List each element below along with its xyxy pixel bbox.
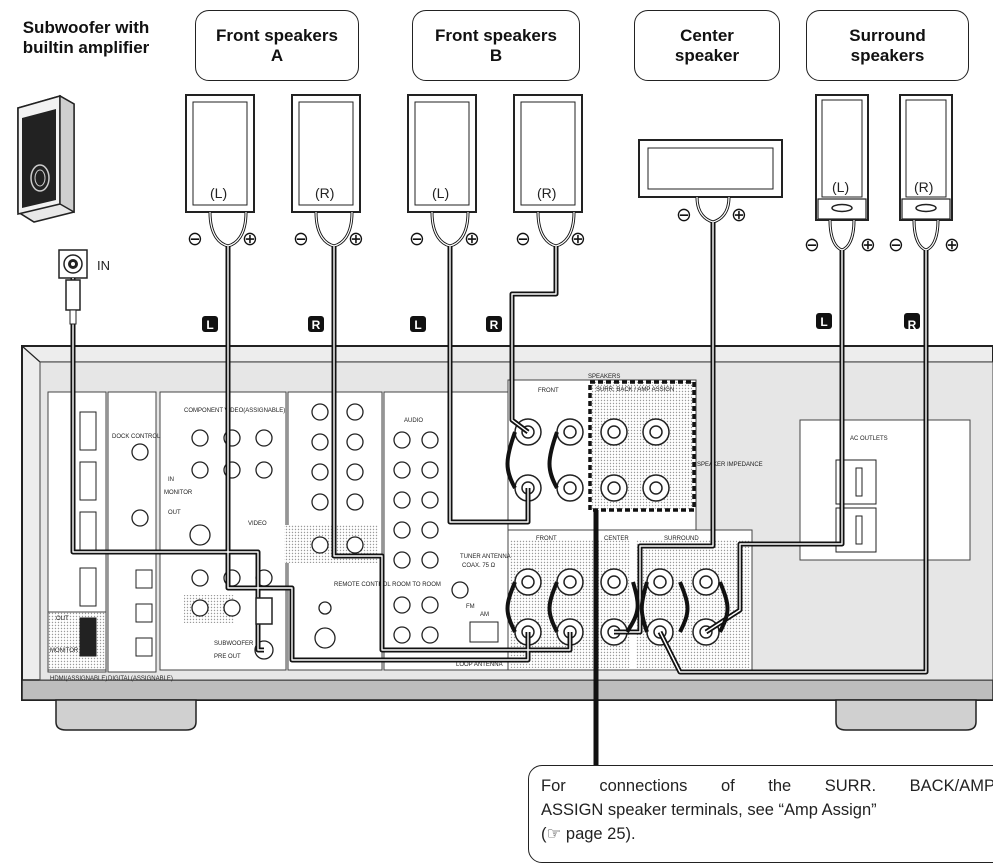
svg-text:⊕: ⊕: [348, 228, 364, 250]
svg-text:⊕: ⊕: [570, 228, 586, 250]
sub-input-jack: [58, 249, 88, 279]
svg-text:⊖: ⊖: [187, 228, 203, 250]
svg-text:⊖: ⊖: [804, 234, 820, 256]
badge-front-b-left: L: [414, 318, 421, 332]
surround-left-speaker: [815, 94, 869, 221]
svg-text:⊖: ⊖: [676, 204, 692, 226]
front-a-right-mark: (R): [315, 185, 334, 201]
svg-text:CENTER: CENTER: [604, 536, 629, 542]
svg-text:⊕: ⊕: [944, 234, 960, 256]
speaker-wires-core: [72, 222, 927, 673]
badge-front-a-right: R: [312, 318, 321, 332]
svg-text:REMOTE CONTROL ROOM TO ROOM: REMOTE CONTROL ROOM TO ROOM: [334, 582, 441, 588]
surround-left-mark: (L): [832, 179, 849, 195]
note-line-1: For connections of the SURR. BACK/AMP: [541, 777, 993, 795]
svg-text:FRONT: FRONT: [538, 388, 559, 394]
svg-text:⊖: ⊖: [293, 228, 309, 250]
badge-front-a-left: L: [206, 318, 213, 332]
speaker-cable-loops-inner: [209, 196, 939, 251]
surround-right-speaker: [899, 94, 953, 221]
sub-input-label: IN: [97, 258, 110, 273]
subwoofer-label: Subwoofer with builtin amplifier: [22, 18, 150, 57]
badge-surround-right: R: [908, 318, 917, 332]
badge-front-b-right: R: [490, 318, 499, 332]
front-b-right-mark: (R): [537, 185, 556, 201]
svg-text:MONITOR: MONITOR: [50, 648, 79, 654]
center-speaker: [638, 139, 783, 198]
svg-text:⊕: ⊕: [731, 204, 747, 226]
subwoofer-icon: [17, 94, 75, 223]
svg-text:AUDIO: AUDIO: [404, 418, 423, 424]
svg-text:LOOP ANTENNA: LOOP ANTENNA: [456, 662, 503, 668]
svg-text:IN: IN: [168, 477, 174, 483]
page-ref-icon: ☞: [546, 825, 562, 843]
svg-text:DIGITAL(ASSIGNABLE): DIGITAL(ASSIGNABLE): [108, 676, 173, 682]
svg-text:SPEAKERS: SPEAKERS: [588, 374, 620, 380]
svg-text:OUT: OUT: [56, 616, 69, 622]
svg-text:PRE OUT: PRE OUT: [214, 654, 241, 660]
badge-surround-left: L: [820, 315, 827, 329]
svg-text:DOCK CONTROL: DOCK CONTROL: [112, 434, 161, 440]
sub-cable-plugs: [65, 279, 273, 625]
front-a-left-mark: (L): [210, 185, 227, 201]
svg-text:SPEAKER IMPEDANCE: SPEAKER IMPEDANCE: [697, 462, 763, 468]
svg-text:FM: FM: [466, 604, 475, 610]
front-a-left-speaker: [185, 94, 255, 213]
amp-assign-note: For connections of the SURR. BACK/AMP AS…: [528, 765, 993, 863]
surround-right-mark: (R): [914, 179, 933, 195]
svg-text:HDMI(ASSIGNABLE): HDMI(ASSIGNABLE): [50, 676, 107, 682]
svg-text:⊖: ⊖: [515, 228, 531, 250]
front-b-left-mark: (L): [432, 185, 449, 201]
svg-text:⊕: ⊕: [242, 228, 258, 250]
svg-text:OUT: OUT: [168, 510, 181, 516]
channel-badges: L R L R L R: [202, 313, 920, 332]
svg-text:⊕: ⊕: [464, 228, 480, 250]
svg-text:TUNER ANTENNA: TUNER ANTENNA: [460, 554, 511, 560]
svg-text:VIDEO: VIDEO: [248, 521, 267, 527]
svg-text:SURR. BACK / AMP ASSIGN: SURR. BACK / AMP ASSIGN: [596, 387, 674, 393]
svg-text:MONITOR: MONITOR: [164, 490, 193, 496]
terminal-marks: ⊖ ⊕ ⊖ ⊕ ⊖ ⊕ ⊖ ⊕ ⊖ ⊕ ⊖ ⊕ ⊖ ⊕: [187, 204, 960, 256]
front-b-left-speaker: [407, 94, 477, 213]
svg-text:SURROUND: SURROUND: [664, 536, 699, 542]
svg-text:SUBWOOFER: SUBWOOFER: [214, 641, 254, 647]
svg-text:COMPONENT VIDEO(ASSIGNABLE): COMPONENT VIDEO(ASSIGNABLE): [184, 408, 285, 414]
svg-text:⊕: ⊕: [860, 234, 876, 256]
front-b-right-speaker: [513, 94, 583, 213]
svg-text:AM: AM: [480, 612, 489, 618]
svg-text:⊖: ⊖: [409, 228, 425, 250]
note-line-2: ASSIGN speaker terminals, see “Amp Assig…: [541, 801, 877, 819]
front-a-right-speaker: [291, 94, 361, 213]
svg-text:AC OUTLETS: AC OUTLETS: [850, 436, 888, 442]
svg-text:⊖: ⊖: [888, 234, 904, 256]
note-line-3: (☞ page 25).: [541, 825, 636, 843]
svg-text:FRONT: FRONT: [536, 536, 557, 542]
svg-text:COAX. 75 Ω: COAX. 75 Ω: [462, 563, 496, 569]
